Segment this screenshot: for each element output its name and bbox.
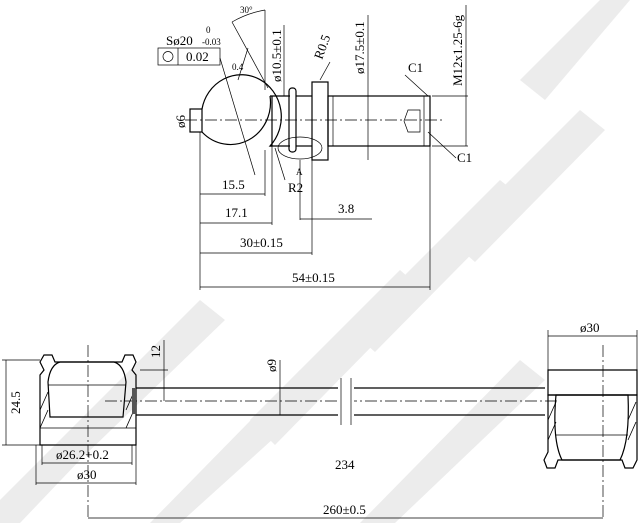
roundness-value: 0.02 bbox=[186, 49, 209, 64]
dim-30: 30±0.15 bbox=[240, 235, 283, 250]
link-assembly-view: 24.5 12 ø9 ø26.2+0.2 ø30 ø30 234 260±0.5 bbox=[2, 320, 638, 520]
left-housing bbox=[39, 354, 137, 446]
right-housing bbox=[543, 394, 638, 469]
chamfer-top-label: C1 bbox=[408, 60, 423, 75]
right-cap bbox=[547, 369, 638, 396]
angle-label: 30° bbox=[240, 5, 253, 15]
radius-large-label: R2 bbox=[288, 180, 303, 195]
rod-dia-label: ø9 bbox=[264, 359, 279, 372]
body bbox=[311, 81, 329, 161]
neck-dia-label: ø10.5±0.1 bbox=[269, 29, 284, 82]
rod-length-label: 234 bbox=[335, 457, 355, 472]
dim-54: 54±0.15 bbox=[292, 270, 335, 285]
offset-12-label: 12 bbox=[148, 345, 163, 358]
tolerance-frame bbox=[157, 47, 221, 66]
right-ball-seat bbox=[554, 394, 629, 461]
ball-stud-view: Sø20 0 -0.03 0.02 30° 0.4 ø10.5±0.1 R0.5… bbox=[157, 5, 472, 290]
chamfer-bottom-label: C1 bbox=[457, 150, 472, 165]
total-length-label: 260±0.5 bbox=[323, 502, 366, 517]
detail-circle-a bbox=[277, 136, 323, 160]
inner-dia-label: ø26.2+0.2 bbox=[56, 447, 109, 462]
dim-15-5: 15.5 bbox=[222, 177, 245, 192]
outer-dia-left-label: ø30 bbox=[77, 467, 97, 482]
outer-dia-right-label: ø30 bbox=[580, 320, 600, 335]
stem-dia-label: ø6 bbox=[173, 115, 188, 129]
sphere-dia-label: Sø20 bbox=[166, 33, 193, 48]
tol-upper: 0 bbox=[206, 25, 211, 35]
height-label: 24.5 bbox=[8, 391, 23, 414]
hex-socket bbox=[403, 109, 421, 133]
roundness-symbol-icon bbox=[162, 51, 174, 62]
body-dia-label: ø17.5±0.1 bbox=[352, 21, 367, 74]
thread-label: M12x1.25-6g bbox=[450, 14, 465, 86]
detail-label: A bbox=[296, 167, 303, 177]
neck bbox=[270, 95, 290, 147]
ball bbox=[201, 74, 282, 147]
thread-section bbox=[327, 95, 431, 147]
dim-3-8: 3.8 bbox=[338, 201, 354, 216]
flange bbox=[288, 87, 297, 153]
radius-small-label: R0.5 bbox=[311, 32, 334, 61]
left-ball-seat bbox=[47, 361, 127, 418]
tol-lower: -0.03 bbox=[202, 37, 221, 47]
dim-17-1: 17.1 bbox=[225, 205, 248, 220]
offset-label: 0.4 bbox=[232, 62, 244, 72]
stem bbox=[189, 108, 203, 133]
